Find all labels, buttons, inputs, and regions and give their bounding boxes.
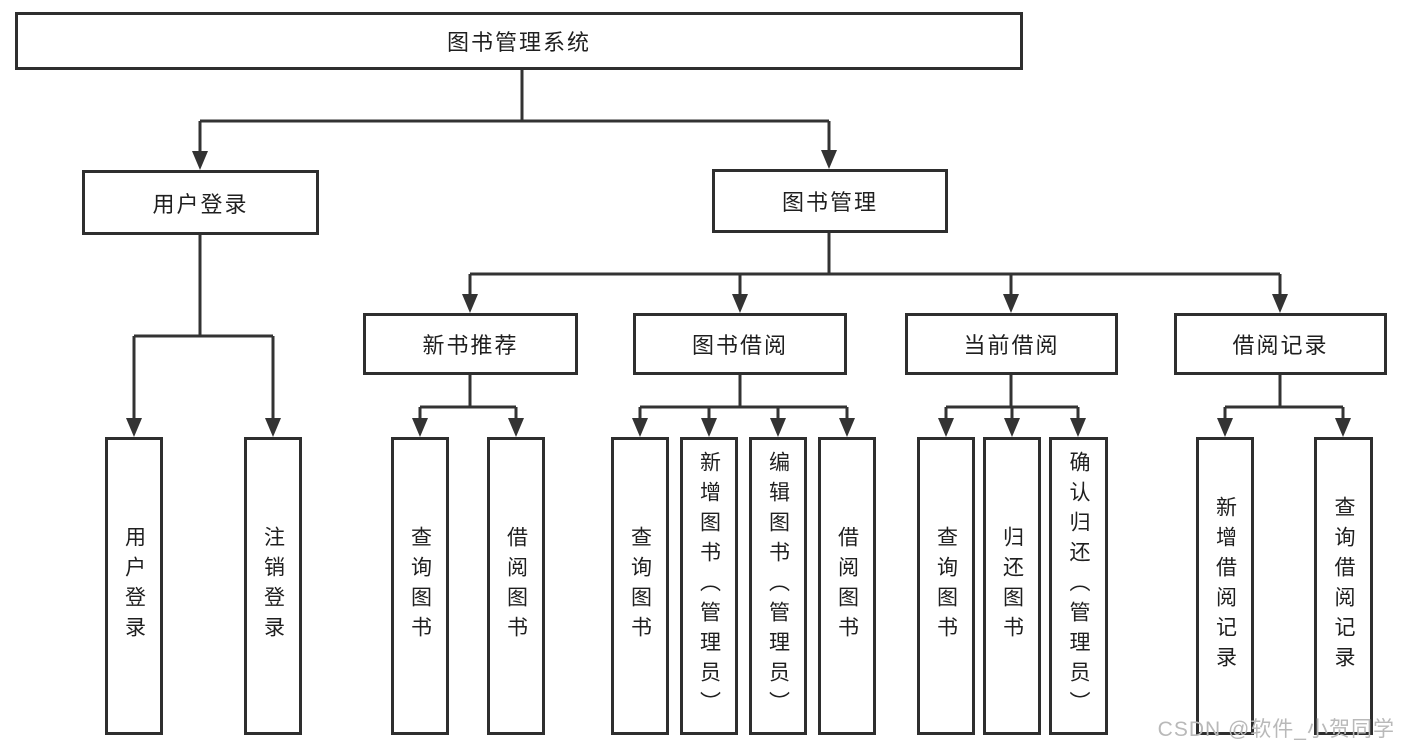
leaf-label: 新增图书（管理员） — [697, 451, 721, 721]
watermark-text: CSDN @软件_小贺同学 — [1157, 718, 1395, 741]
arrowhead-icon — [1335, 418, 1351, 437]
leaf-label: 编辑图书（管理员） — [766, 451, 790, 721]
leaf-logout: 注销登录 — [244, 437, 302, 735]
arrowhead-icon — [1004, 418, 1020, 437]
node-label: 借阅记录 — [1232, 333, 1329, 358]
leaf-borrow-books-1: 借阅图书 — [487, 437, 545, 735]
leaf-query-books-2: 查询图书 — [611, 437, 669, 735]
leaf-query-books-3: 查询图书 — [917, 437, 975, 735]
leaf-label: 借阅图书 — [835, 526, 859, 646]
node-label: 图书借阅 — [691, 333, 788, 358]
node-book-borrow: 图书借阅 — [633, 313, 847, 375]
arrowhead-icon — [1070, 418, 1086, 437]
leaf-return-books: 归还图书 — [983, 437, 1041, 735]
leaf-query-books-1: 查询图书 — [391, 437, 449, 735]
arrowhead-icon — [1272, 294, 1288, 313]
leaf-add-borrow-record: 新增借阅记录 — [1196, 437, 1254, 735]
arrowhead-icon — [462, 294, 478, 313]
leaf-label: 新增借阅记录 — [1213, 496, 1237, 676]
arrowhead-icon — [265, 418, 281, 437]
arrowhead-icon — [938, 418, 954, 437]
node-label: 图书管理 — [781, 190, 878, 215]
arrowhead-icon — [821, 150, 837, 169]
arrowhead-icon — [839, 418, 855, 437]
leaf-label: 查询图书 — [408, 526, 432, 646]
node-label: 用户登录 — [152, 191, 249, 217]
leaf-query-borrow-record: 查询借阅记录 — [1314, 437, 1373, 735]
leaf-label: 查询借阅记录 — [1332, 496, 1355, 676]
arrowhead-icon — [508, 418, 524, 437]
arrowhead-icon — [126, 418, 142, 437]
arrowhead-icon — [1003, 294, 1019, 313]
arrowhead-icon — [412, 418, 428, 437]
leaf-label: 注销登录 — [261, 526, 285, 646]
node-label: 当前借阅 — [963, 333, 1060, 358]
arrowhead-icon — [732, 294, 748, 313]
leaf-confirm-return-admin: 确认归还（管理员） — [1049, 437, 1108, 735]
leaf-borrow-books-2: 借阅图书 — [818, 437, 876, 735]
arrowhead-icon — [192, 151, 208, 170]
leaf-label: 确认归还（管理员） — [1067, 451, 1090, 721]
arrowhead-icon — [632, 418, 648, 437]
leaf-user-login: 用户登录 — [105, 437, 163, 735]
node-book-management: 图书管理 — [712, 169, 948, 233]
arrowhead-icon — [701, 418, 717, 437]
node-library-management-system: 图书管理系统 — [15, 12, 1023, 70]
leaf-edit-books-admin: 编辑图书（管理员） — [749, 437, 807, 735]
leaf-label: 用户登录 — [122, 526, 146, 646]
node-user-login: 用户登录 — [82, 170, 319, 235]
leaf-label: 归还图书 — [1000, 526, 1024, 646]
node-label: 图书管理系统 — [446, 30, 591, 55]
leaf-label: 借阅图书 — [504, 526, 528, 646]
leaf-add-books-admin: 新增图书（管理员） — [680, 437, 738, 735]
leaf-label: 查询图书 — [628, 526, 652, 646]
node-new-book-recommend: 新书推荐 — [363, 313, 578, 375]
arrowhead-icon — [1217, 418, 1233, 437]
node-label: 新书推荐 — [422, 333, 519, 358]
arrowhead-icon — [770, 418, 786, 437]
leaf-label: 查询图书 — [934, 526, 958, 646]
node-borrow-records: 借阅记录 — [1174, 313, 1387, 375]
node-current-borrow: 当前借阅 — [905, 313, 1118, 375]
